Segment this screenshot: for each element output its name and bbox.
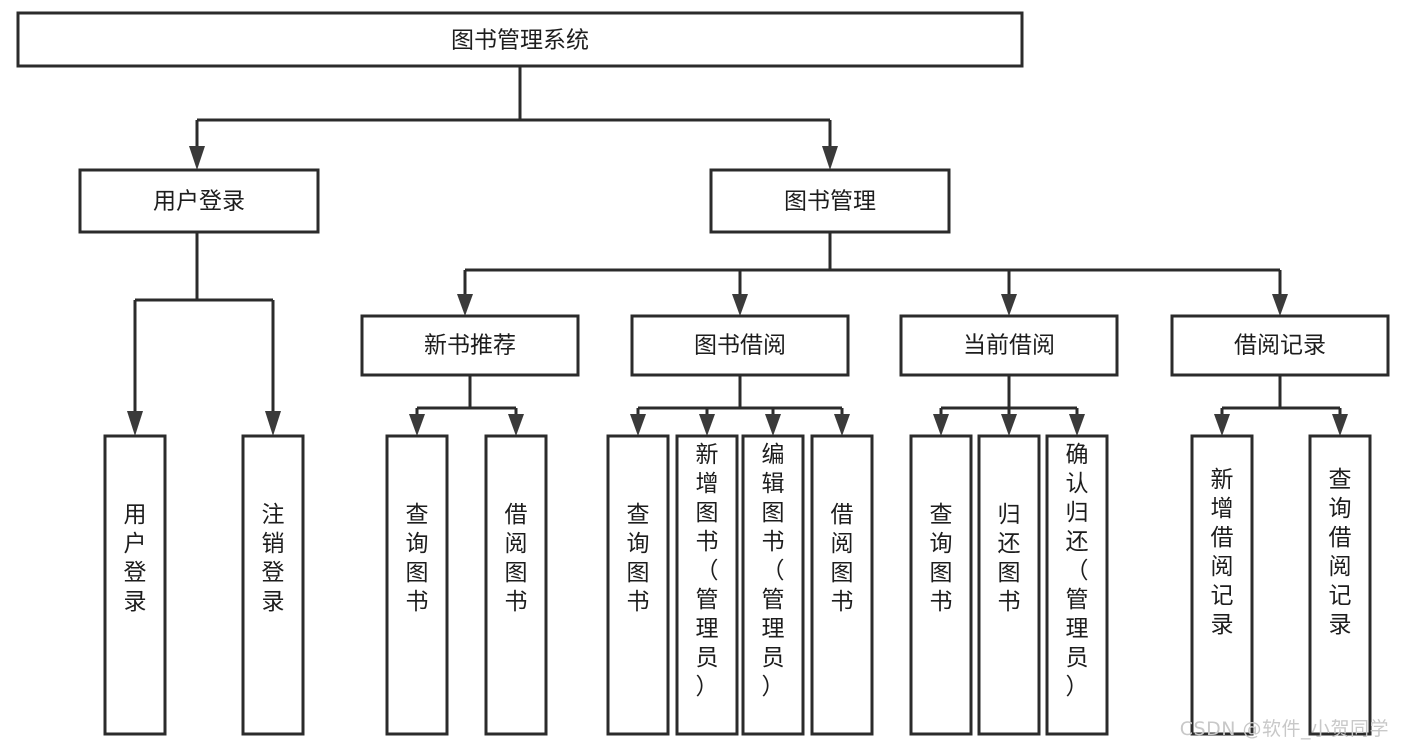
node-new-book-recommend-label: 新书推荐	[424, 333, 516, 359]
node-book-borrow[interactable]: 图书借阅	[630, 314, 850, 377]
node-new-book-recommend[interactable]: 新书推荐	[360, 314, 580, 377]
node-book-management-label: 图书管理	[784, 189, 876, 215]
node-leaf-add-book[interactable]: 新增图书（管理员）	[675, 434, 739, 736]
node-leaf-borrow-book-2-box[interactable]	[810, 434, 874, 736]
node-new-book-recommend-box[interactable]	[360, 314, 580, 377]
node-leaf-user-login-box[interactable]	[103, 434, 167, 736]
node-leaf-return-book-label: 归还图书	[998, 502, 1021, 615]
arrow-to-leaf-add-record-icon	[1214, 414, 1230, 436]
arrow-to-book-borrow-icon	[732, 294, 748, 316]
edge-group-new-book-recommend-to-leaves	[409, 375, 524, 436]
node-leaf-query-record-box[interactable]	[1308, 434, 1372, 736]
node-user-login[interactable]: 用户登录	[78, 168, 320, 234]
node-leaf-edit-book[interactable]: 编辑图书（管理员）	[741, 434, 805, 736]
node-leaf-query-book-3-label: 查询图书	[930, 502, 953, 615]
node-leaf-return-book-box[interactable]	[977, 434, 1041, 736]
node-leaf-add-record[interactable]: 新增借阅记录	[1190, 434, 1254, 736]
node-book-borrow-box[interactable]	[630, 314, 850, 377]
node-borrow-record-label: 借阅记录	[1234, 333, 1326, 359]
node-leaf-user-login[interactable]: 用户登录	[103, 434, 167, 736]
node-leaf-query-book-1-label: 查询图书	[406, 502, 429, 615]
node-root[interactable]: 图书管理系统	[16, 11, 1024, 68]
node-leaf-edit-book-label: 编辑图书（管理员）	[762, 442, 785, 700]
node-current-borrow[interactable]: 当前借阅	[899, 314, 1119, 377]
node-leaf-borrow-book-1-box[interactable]	[484, 434, 548, 736]
node-leaf-user-logout-box[interactable]	[241, 434, 305, 736]
edge-group-current-borrow-to-leaves	[933, 375, 1085, 436]
node-leaf-add-book-label: 新增图书（管理员）	[696, 442, 719, 700]
arrow-to-new-book-recommend-icon	[457, 294, 473, 316]
node-leaf-add-book-box[interactable]	[675, 434, 739, 736]
node-user-login-box[interactable]	[78, 168, 320, 234]
node-leaf-query-book-1-box[interactable]	[385, 434, 449, 736]
arrow-to-leaf-user-login-icon	[127, 411, 143, 436]
edge-group-book-management-to-level3	[457, 232, 1288, 316]
arrow-to-user-login-icon	[189, 146, 205, 170]
node-borrow-record-box[interactable]	[1170, 314, 1390, 377]
arrow-to-leaf-borrow-book-1-icon	[508, 414, 524, 436]
node-leaf-confirm-return-label: 确认归还（管理员）	[1066, 442, 1089, 700]
node-leaf-edit-book-box[interactable]	[741, 434, 805, 736]
csdn-watermark: CSDN @软件_小贺同学	[1179, 718, 1389, 740]
node-book-management[interactable]: 图书管理	[709, 168, 951, 234]
node-leaf-query-book-3-box[interactable]	[909, 434, 973, 736]
node-current-borrow-box[interactable]	[899, 314, 1119, 377]
node-leaf-user-logout-label: 注销登录	[262, 502, 285, 615]
node-root-box[interactable]	[16, 11, 1024, 68]
arrow-to-leaf-query-record-icon	[1332, 414, 1348, 436]
node-leaf-borrow-book-2[interactable]: 借阅图书	[810, 434, 874, 736]
node-leaf-query-book-2-label: 查询图书	[627, 502, 650, 615]
node-leaf-query-record[interactable]: 查询借阅记录	[1308, 434, 1372, 736]
node-book-borrow-label: 图书借阅	[694, 333, 786, 359]
edge-group-borrow-record-to-leaves	[1214, 375, 1348, 436]
node-leaf-query-book-3[interactable]: 查询图书	[909, 434, 973, 736]
arrow-to-leaf-query-book-3-icon	[933, 414, 949, 436]
node-user-login-label: 用户登录	[153, 189, 245, 215]
node-leaf-confirm-return[interactable]: 确认归还（管理员）	[1045, 434, 1109, 736]
node-current-borrow-label: 当前借阅	[963, 333, 1055, 359]
arrow-to-leaf-borrow-book-2-icon	[834, 414, 850, 436]
arrow-to-leaf-user-logout-icon	[265, 411, 281, 436]
node-book-management-box[interactable]	[709, 168, 951, 234]
arrow-to-leaf-query-book-1-icon	[409, 414, 425, 436]
arrow-to-current-borrow-icon	[1001, 294, 1017, 316]
node-leaf-add-record-box[interactable]	[1190, 434, 1254, 736]
arrow-to-leaf-edit-book-icon	[765, 414, 781, 436]
node-root-label: 图书管理系统	[451, 28, 589, 54]
node-leaf-confirm-return-box[interactable]	[1045, 434, 1109, 736]
arrow-to-leaf-confirm-return-icon	[1069, 414, 1085, 436]
node-leaf-query-book-1[interactable]: 查询图书	[385, 434, 449, 736]
node-leaf-user-login-label: 用户登录	[124, 502, 147, 615]
node-leaf-borrow-book-1[interactable]: 借阅图书	[484, 434, 548, 736]
node-leaf-borrow-book-1-label: 借阅图书	[505, 502, 528, 615]
arrow-to-book-management-icon	[822, 146, 838, 170]
arrow-to-leaf-add-book-icon	[699, 414, 715, 436]
node-leaf-return-book[interactable]: 归还图书	[977, 434, 1041, 736]
arrow-to-leaf-query-book-2-icon	[630, 414, 646, 436]
node-leaf-add-record-label: 新增借阅记录	[1211, 467, 1234, 638]
node-leaf-query-record-label: 查询借阅记录	[1329, 467, 1352, 638]
edge-group-root-to-level2	[189, 66, 838, 170]
edge-group-book-borrow-to-leaves	[630, 375, 850, 436]
arrow-to-leaf-return-book-icon	[1001, 414, 1017, 436]
node-leaf-query-book-2[interactable]: 查询图书	[606, 434, 670, 736]
node-leaf-query-book-2-box[interactable]	[606, 434, 670, 736]
arrow-to-borrow-record-icon	[1272, 294, 1288, 316]
edge-group-user-login-to-leaves	[127, 232, 281, 436]
node-leaf-borrow-book-2-label: 借阅图书	[831, 502, 854, 615]
node-leaf-user-logout[interactable]: 注销登录	[241, 434, 305, 736]
node-borrow-record[interactable]: 借阅记录	[1170, 314, 1390, 377]
